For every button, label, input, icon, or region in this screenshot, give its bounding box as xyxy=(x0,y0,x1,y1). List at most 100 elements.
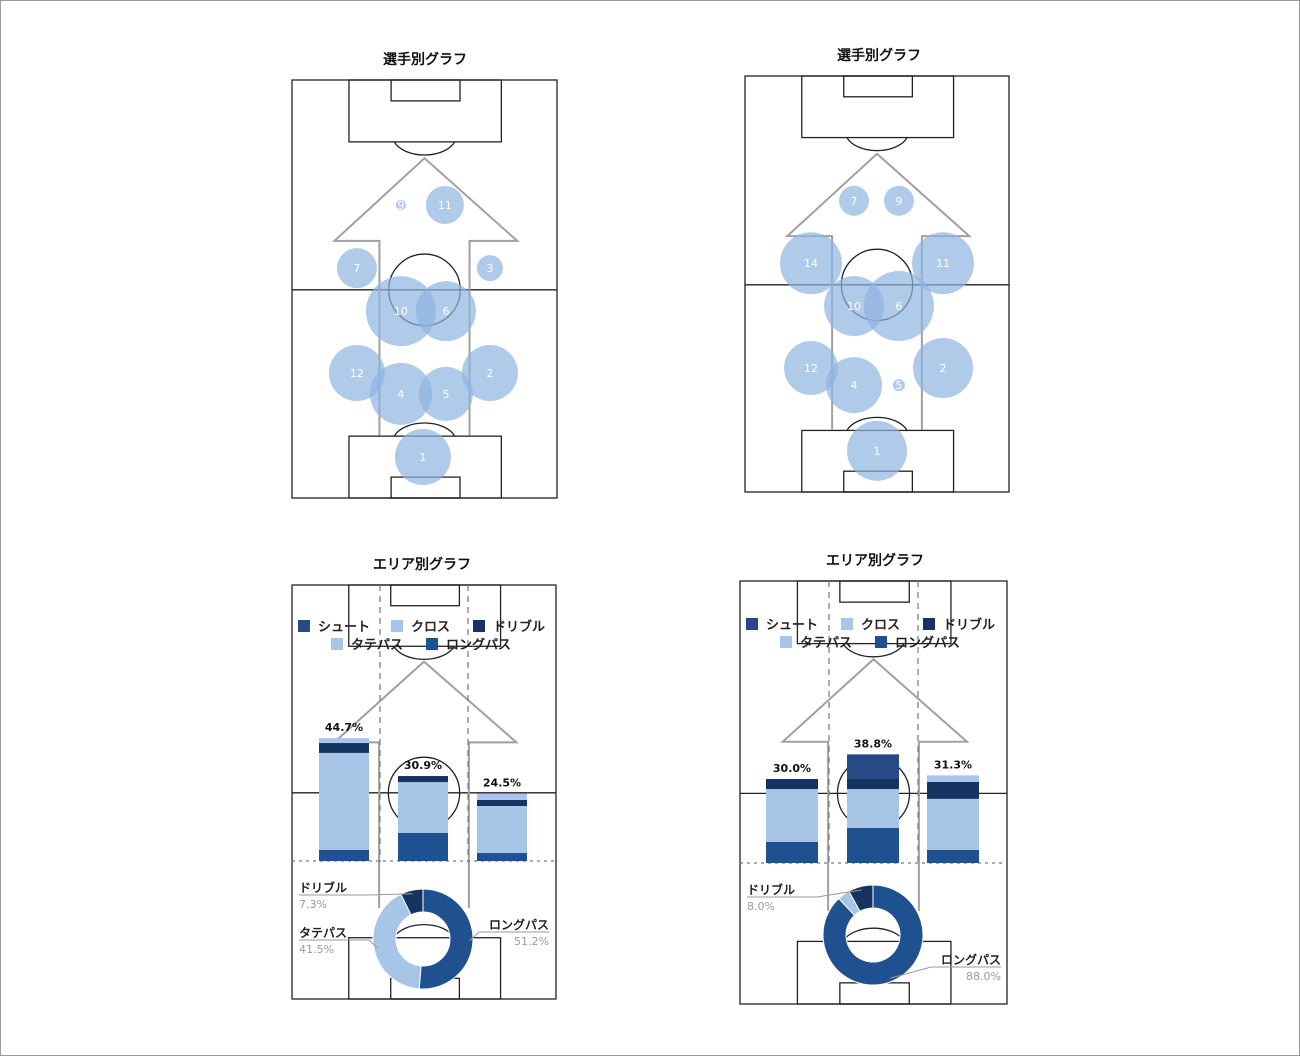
penalty-box-top xyxy=(796,580,952,645)
legend-swatch-shoot xyxy=(746,618,758,630)
chart-title: エリア別グラフ xyxy=(826,552,924,569)
penalty-arc-bottom xyxy=(842,927,905,942)
penalty-box-top xyxy=(801,75,955,139)
player-number-label: 7 xyxy=(851,195,858,208)
bar-segment-tatepass xyxy=(398,782,448,833)
player-bubble xyxy=(847,420,907,481)
player-bubble xyxy=(883,185,914,216)
legend-label-tatepass: タテパス xyxy=(800,636,852,651)
donut-slice-dribble xyxy=(848,884,874,913)
donut-label-value: 88.0% xyxy=(966,970,1001,983)
donut-label-value: 8.0% xyxy=(747,900,775,913)
player-bubble xyxy=(418,366,473,421)
player-bubble xyxy=(912,232,974,295)
donut-leader-line xyxy=(747,889,862,898)
player-number-label: 12 xyxy=(804,362,818,375)
player-number-label: 5 xyxy=(895,379,902,392)
bar-total-label: 30.9% xyxy=(404,759,442,772)
player-bubble xyxy=(395,199,406,210)
bar-segment-longpass xyxy=(319,850,369,861)
player-number-label: 6 xyxy=(895,300,902,313)
legend-label-cross: クロス xyxy=(411,620,450,635)
player-bubble xyxy=(913,338,973,399)
player-number-label: 1 xyxy=(419,451,426,464)
penalty-arc-bottom xyxy=(393,422,456,437)
player-number-label: 14 xyxy=(804,257,818,270)
donut-leader-line xyxy=(469,931,549,942)
bar-segment-dribble xyxy=(398,776,448,783)
bar-total-label: 24.5% xyxy=(483,777,521,790)
legend-swatch-tatepass xyxy=(780,636,792,648)
direction-arrow xyxy=(331,660,520,908)
bar-total-label: 31.3% xyxy=(934,758,972,771)
legend-swatch-dribble xyxy=(923,618,935,630)
player-number-label: 9 xyxy=(895,195,902,208)
donut-label-value: 41.5% xyxy=(299,943,334,956)
bar-segment-tatepass xyxy=(766,789,818,842)
player-bubble xyxy=(461,345,518,402)
bar-segment-dribble xyxy=(766,779,818,790)
player-bubble xyxy=(415,281,476,342)
bar-segment-longpass xyxy=(927,849,979,863)
player-bubble xyxy=(826,357,883,414)
chart-title: エリア別グラフ xyxy=(373,556,471,573)
player-number-label: 2 xyxy=(940,362,947,375)
legend-label-longpass: ロングパス xyxy=(895,635,960,651)
penalty-arc-top xyxy=(393,645,455,660)
bar-segment-dribble xyxy=(319,743,369,753)
player-number-label: 5 xyxy=(442,388,449,401)
goal-box-bottom xyxy=(839,982,910,1005)
area-bar-chart: エリア別グラフシュートクロスドリブルタテパスロングパス30.0%38.8%31.… xyxy=(739,552,1008,1005)
donut-label-name: ロングパス xyxy=(489,917,549,932)
penalty-arc-bottom xyxy=(846,416,908,431)
legend-swatch-shoot xyxy=(298,620,310,632)
legend-label-tatepass: タテパス xyxy=(351,638,403,653)
goal-box-top xyxy=(839,580,910,603)
player-number-label: 3 xyxy=(486,262,493,275)
direction-arrow xyxy=(784,152,973,430)
bar-segment-dribble xyxy=(477,799,527,806)
player-number-label: 10 xyxy=(847,300,861,313)
bar-segment-dribble xyxy=(847,779,899,790)
bar-segment-dribble xyxy=(927,781,979,799)
legend-swatch-cross xyxy=(391,620,403,632)
legend-label-shoot: シュート xyxy=(318,620,370,635)
bar-segment-longpass xyxy=(766,842,818,863)
donut-leader-line xyxy=(889,966,1001,979)
area-bar-chart: エリア別グラフシュートクロスドリブルタテパスロングパス44.7%30.9%24.… xyxy=(291,556,557,1000)
penalty-box-top xyxy=(348,79,503,143)
player-number-label: 1 xyxy=(874,445,881,458)
bar-segment-tatepass xyxy=(927,798,979,850)
player-bubble xyxy=(476,255,503,282)
chart-title: 選手別グラフ xyxy=(837,47,921,64)
bar-segment-cross xyxy=(477,793,527,800)
player-bubble xyxy=(784,341,838,396)
donut-label-name: ドリブル xyxy=(299,880,347,895)
bar-segment-tatepass xyxy=(847,789,899,828)
donut-leader-line xyxy=(299,893,413,896)
legend-label-dribble: ドリブル xyxy=(943,617,995,633)
player-number-label: 2 xyxy=(486,367,493,380)
player-number-label: 10 xyxy=(394,305,408,318)
chart-title: 選手別グラフ xyxy=(383,51,467,68)
bar-segment-tatepass xyxy=(319,752,369,850)
legend-swatch-longpass xyxy=(875,636,887,648)
bar-segment-longpass xyxy=(477,853,527,861)
player-bubble xyxy=(892,379,905,392)
player-bubble xyxy=(336,248,377,289)
player-bubble xyxy=(369,362,432,425)
legend-label-cross: クロス xyxy=(861,618,900,633)
legend-label-shoot: シュート xyxy=(766,618,818,633)
player-bubble xyxy=(863,271,934,342)
donut-label-name: タテパス xyxy=(299,926,347,940)
legend-swatch-longpass xyxy=(426,638,438,650)
donut-slice-longpass xyxy=(418,888,474,990)
donut-label-value: 7.3% xyxy=(299,898,327,911)
legend-swatch-cross xyxy=(841,618,853,630)
player-number-label: 11 xyxy=(438,199,452,212)
donut-label-value: 51.2% xyxy=(514,935,549,948)
